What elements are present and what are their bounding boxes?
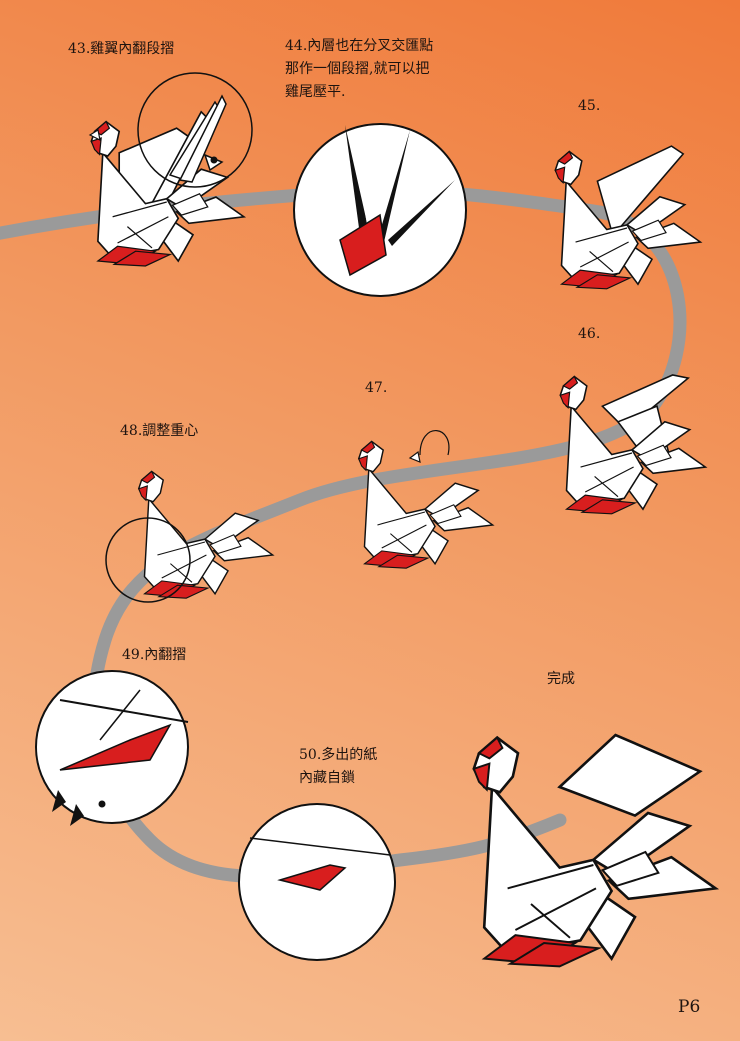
rooster-step-45 (554, 145, 702, 290)
step-45-label: 45. (578, 98, 601, 114)
step-50-label: 50.多出的紙 內藏自鎖 (299, 747, 378, 786)
step-43-label: 43.雞翼內翻段摺 (68, 41, 175, 57)
rooster-final (472, 733, 717, 968)
step-49-label: 49.內翻摺 (122, 647, 187, 663)
completion-label: 完成 (547, 671, 575, 687)
zoom-circle-43 (137, 72, 253, 188)
rooster-step-46 (559, 374, 707, 515)
rooster-step-43 (90, 110, 245, 267)
page-number: P6 (678, 997, 701, 1017)
step-44-label: 44.內層也在分叉交匯點 那作一個段摺,就可以把 雞尾壓平. (285, 38, 434, 100)
step-48-label: 48.調整重心 (120, 423, 199, 439)
step-47-label: 47. (365, 380, 388, 396)
arrow-icon (88, 129, 101, 142)
zoom-circle-44 (293, 123, 467, 297)
step-46-label: 46. (578, 326, 601, 342)
